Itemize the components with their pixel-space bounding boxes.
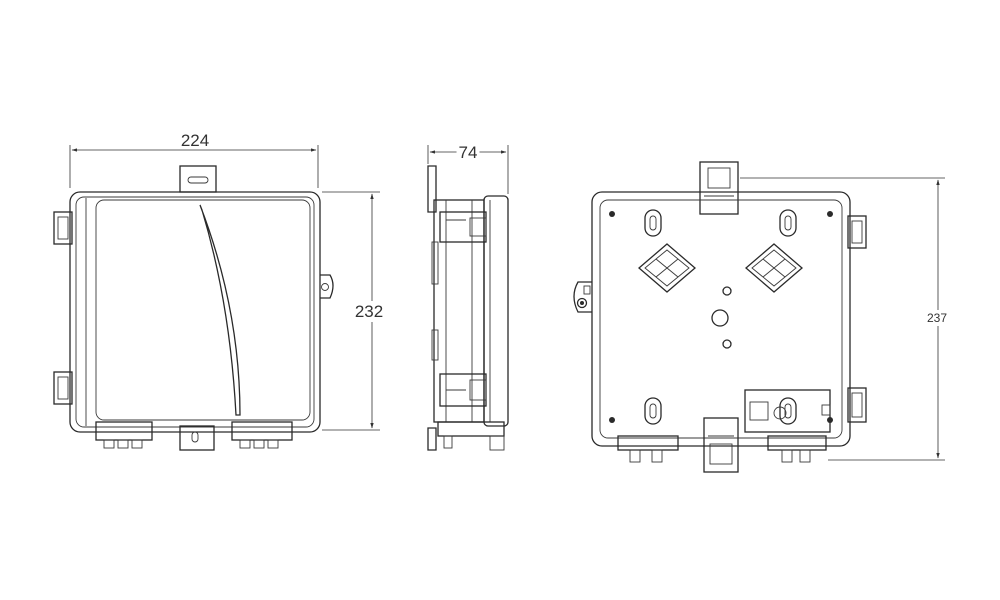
front-cable-gland-right: [231, 421, 293, 449]
back-height-dimension: 237: [740, 177, 950, 461]
side-bottom-bracket: [427, 427, 437, 451]
front-width-label: 224: [181, 131, 209, 150]
side-depth-dimension: 74: [427, 142, 509, 194]
front-latch-stripe: [199, 204, 241, 416]
front-top-tab: [179, 165, 217, 193]
back-top-hanger: [699, 161, 739, 215]
front-bottom-tab: [179, 425, 215, 451]
front-view: 224 232: [53, 131, 386, 451]
back-bottom-hanger: [703, 417, 739, 473]
back-vent-right: [745, 243, 803, 293]
front-height-label: 232: [355, 302, 383, 321]
back-hinge-top: [847, 215, 867, 249]
back-body-outline: [591, 191, 851, 447]
side-depth-label-backdrop: [456, 142, 480, 163]
side-base: [433, 199, 485, 423]
front-lock-lug: [320, 274, 334, 299]
front-hinge-top: [53, 211, 73, 245]
back-cable-gland-right: [767, 435, 827, 463]
back-vent-left: [638, 243, 696, 293]
side-hinge-bottom: [439, 373, 487, 407]
back-mounting-slots: [644, 209, 797, 425]
side-lid: [483, 195, 509, 427]
front-height-dimension: 232: [322, 191, 386, 431]
back-height-label-backdrop: [924, 310, 950, 326]
side-depth-label: 74: [459, 143, 478, 162]
front-body-outline: [69, 191, 321, 433]
front-hinge-bottom: [53, 371, 73, 405]
back-corner-holes: [609, 211, 833, 423]
front-height-label-backdrop: [352, 301, 386, 322]
back-cable-gland-left: [617, 435, 679, 463]
back-view: 237: [573, 161, 950, 473]
front-cable-gland-left: [95, 421, 153, 449]
front-lid: [95, 199, 311, 421]
back-center-holes: [711, 286, 732, 349]
front-width-dimension: 224: [69, 131, 319, 188]
side-cable-gland: [437, 421, 505, 451]
back-height-label: 237: [927, 311, 947, 325]
back-lock-lug: [573, 281, 592, 313]
back-label-plate: [744, 389, 831, 433]
side-view: 74: [427, 142, 509, 451]
side-hinge-top: [439, 211, 487, 243]
back-hinge-bottom: [847, 387, 867, 423]
side-top-bracket: [427, 165, 437, 213]
